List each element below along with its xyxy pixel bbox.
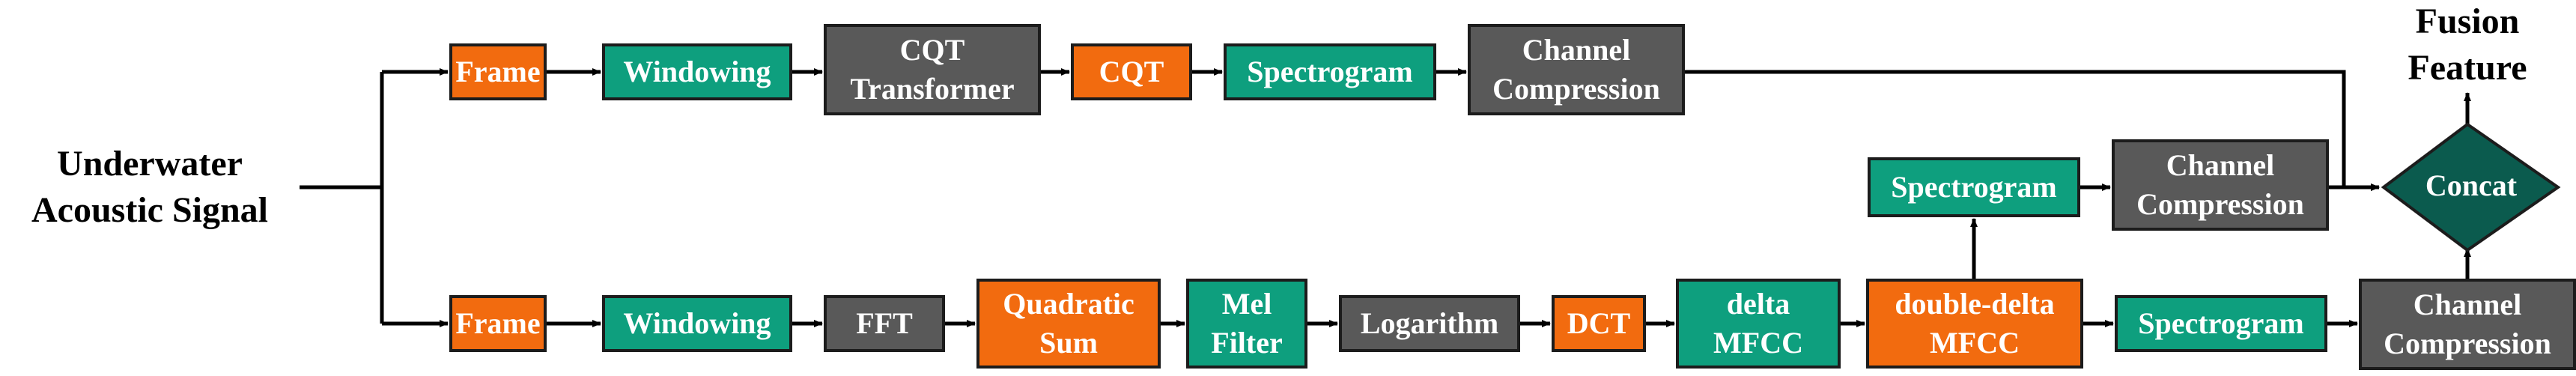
- top-cqt-transformer-node: CQT Transformer: [824, 24, 1041, 115]
- bottom-channel-compression-node: Channel Compression: [2359, 279, 2576, 370]
- top-frame-node: Frame: [449, 43, 547, 100]
- bottom-fft-node: FFT: [824, 295, 945, 352]
- bottom-delta-mfcc-node: delta MFCC: [1676, 279, 1841, 369]
- bottom-logarithm-node: Logarithm: [1339, 295, 1520, 352]
- top-windowing-node: Windowing: [602, 43, 792, 100]
- middle-channel-compression-node: Channel Compression: [2112, 139, 2329, 231]
- bottom-mel-filter-node: Mel Filter: [1186, 279, 1307, 369]
- concat-diamond: [2381, 122, 2561, 252]
- top-channel-compression-node: Channel Compression: [1468, 24, 1685, 115]
- concat-label: Concat: [2425, 169, 2518, 202]
- input-signal-label: Underwater Acoustic Signal: [31, 144, 269, 230]
- bottom-spectrogram-node: Spectrogram: [2115, 295, 2327, 352]
- top-cqt-node: CQT: [1071, 43, 1192, 100]
- middle-spectrogram-node: Spectrogram: [1868, 157, 2080, 217]
- top-spectrogram-node: Spectrogram: [1224, 43, 1436, 100]
- bottom-quadratic-sum-node: Quadratic Sum: [976, 279, 1161, 369]
- bottom-dct-node: DCT: [1552, 295, 1646, 352]
- bottom-windowing-node: Windowing: [602, 295, 792, 352]
- fusion-feature-label: Fusion Feature: [2408, 1, 2527, 88]
- bottom-double-delta-mfcc-node: double-delta MFCC: [1866, 279, 2083, 369]
- bottom-frame-node: Frame: [449, 295, 547, 352]
